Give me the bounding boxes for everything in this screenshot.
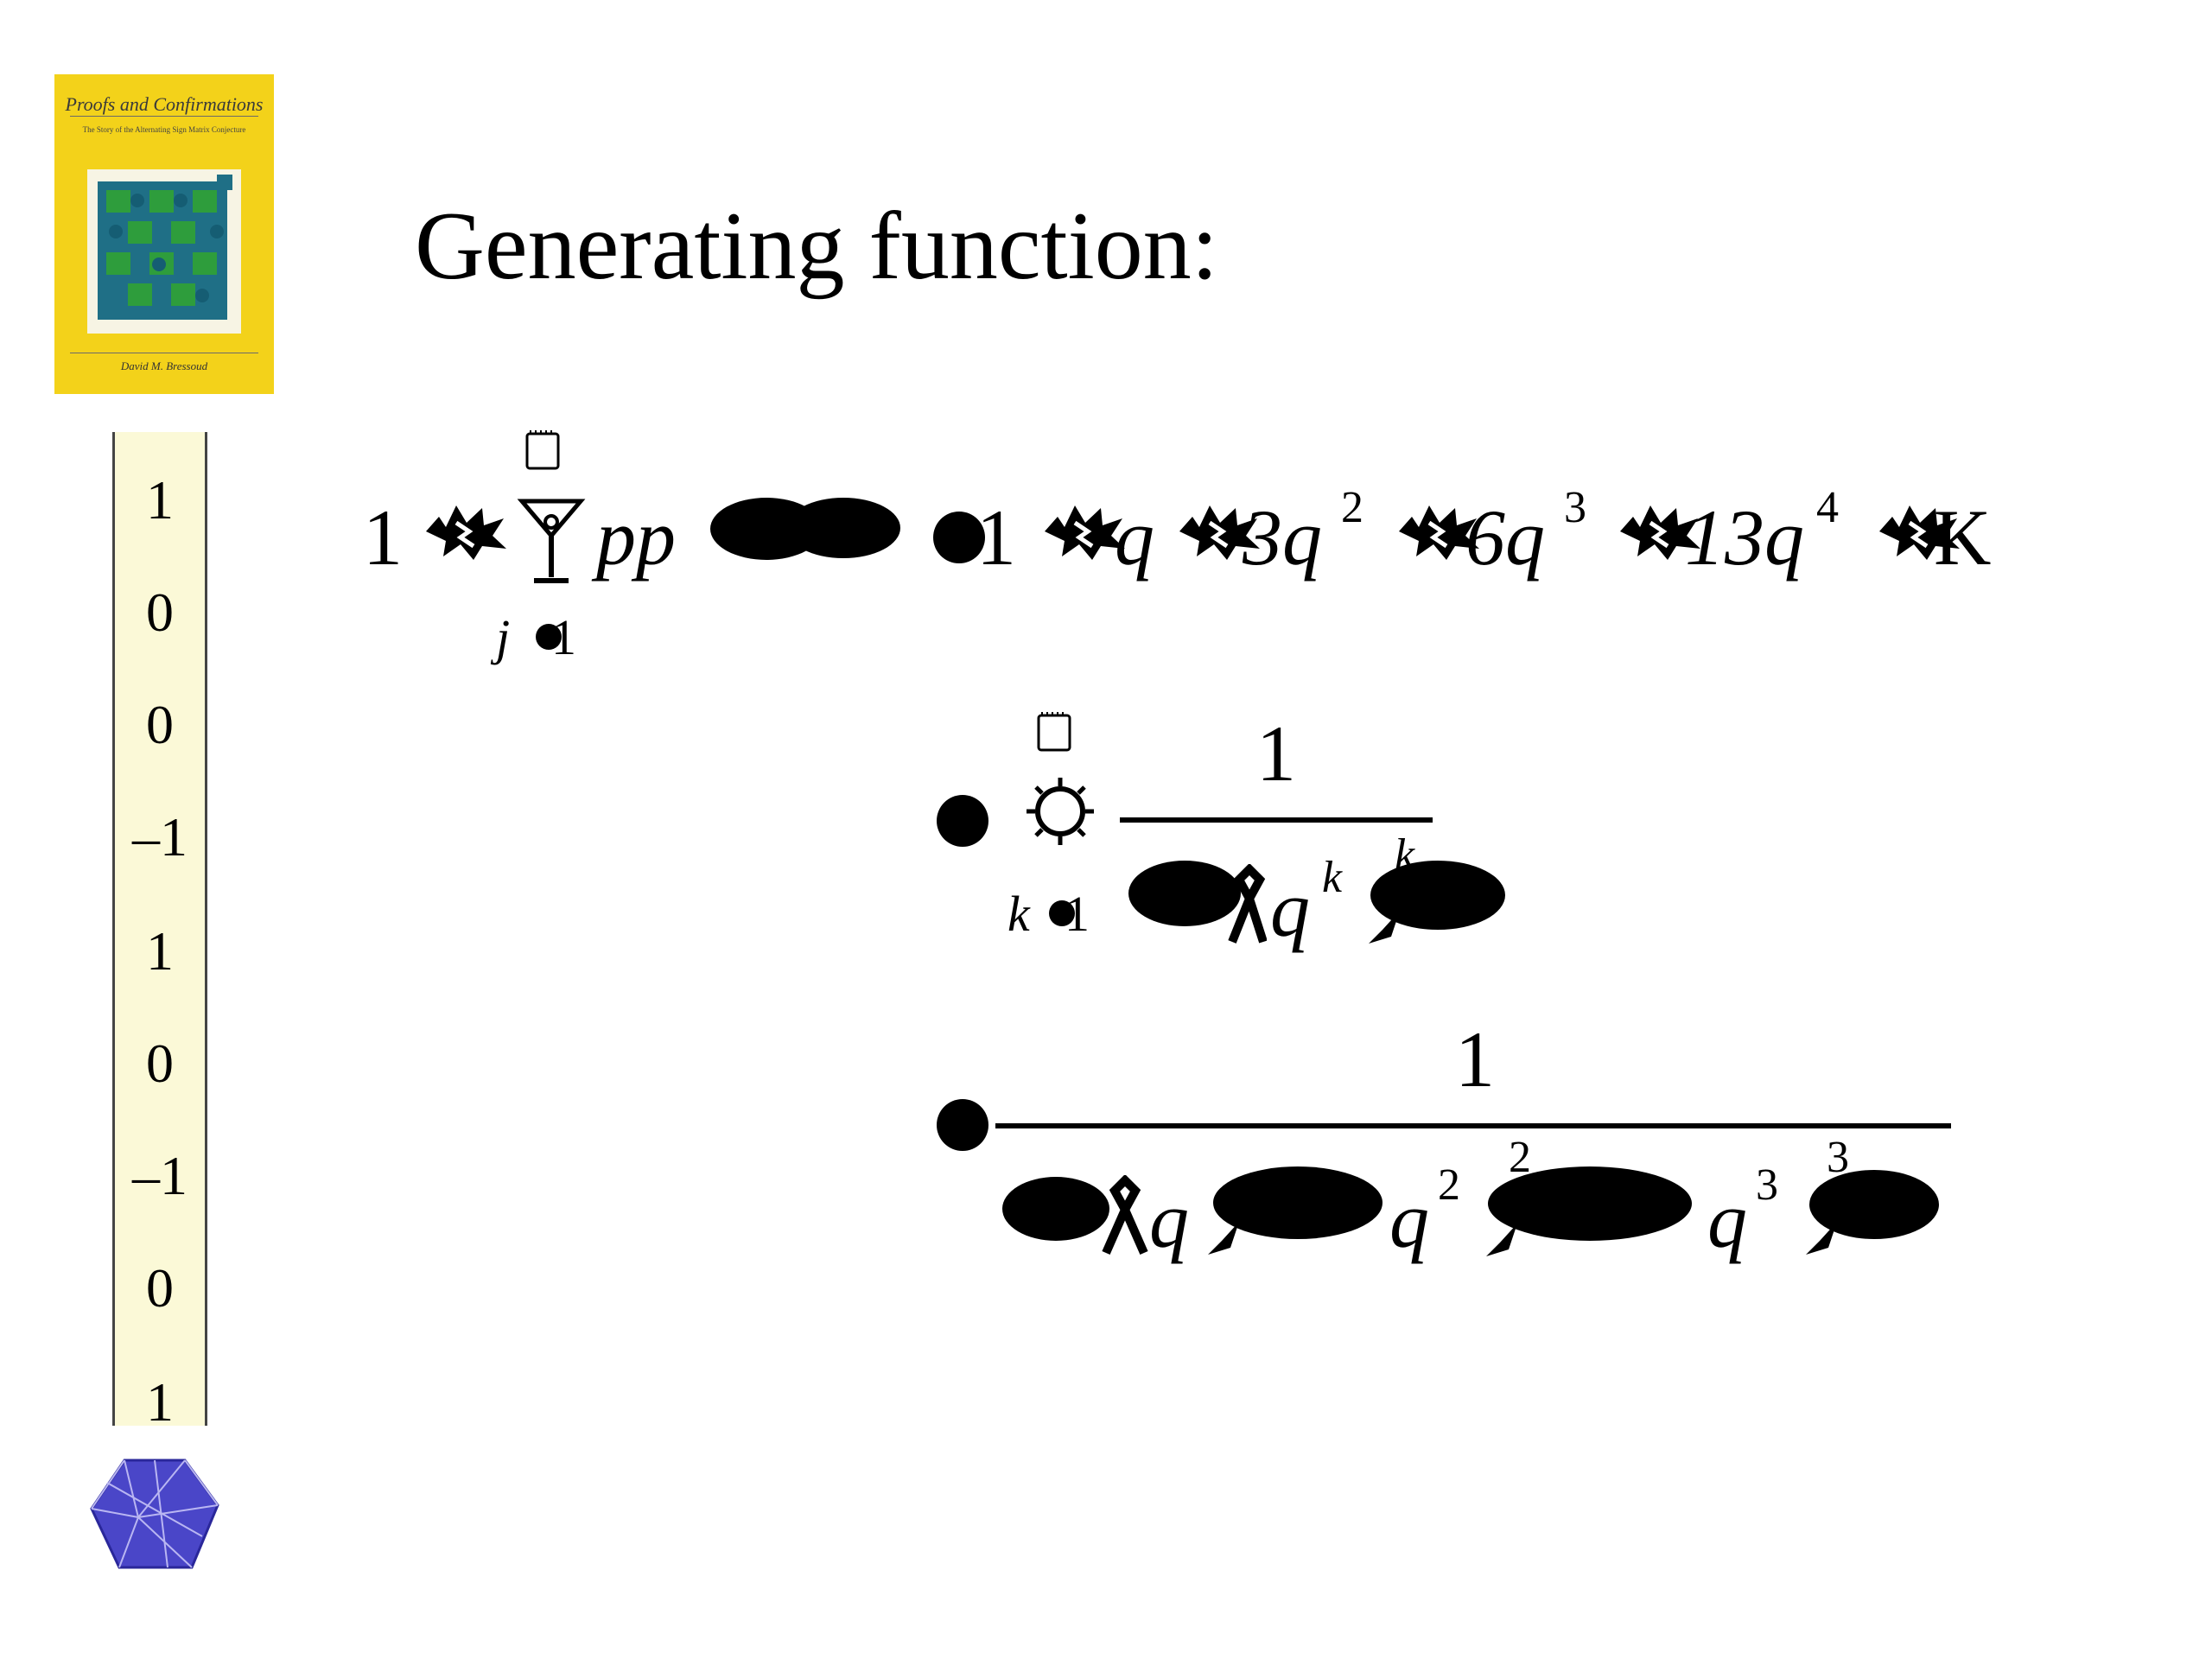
sign-entry: 1 — [146, 920, 174, 982]
eq1-term2: 3q — [1243, 493, 1322, 582]
paren-blob — [1128, 861, 1241, 926]
eq2-exp-k: k — [1322, 853, 1343, 902]
equals-dot — [1049, 900, 1075, 926]
book-title: Proofs and Confirmations — [65, 93, 264, 115]
eq2-sub-k: k — [1007, 886, 1030, 942]
speech-tail-icon — [1369, 911, 1400, 944]
equals-dot — [933, 512, 985, 563]
ribbon-minus-icon — [1102, 1175, 1148, 1255]
paren-blob — [1488, 1166, 1692, 1241]
paren-blob — [1213, 1166, 1382, 1239]
eq1-sub-j: j — [496, 609, 511, 665]
slide-title: Generating function: — [415, 193, 1218, 300]
sign-entry: 0 — [146, 694, 174, 755]
eq1-rhs-one: 1 — [976, 493, 1016, 582]
cover-divider — [70, 116, 258, 117]
eq1-exp3: 3 — [1564, 483, 1586, 532]
fraction-bar — [1120, 817, 1433, 823]
equals-dot — [937, 795, 988, 847]
eq1-term4: 13q — [1685, 493, 1804, 582]
eq1-ellipsis: K — [1934, 493, 1992, 582]
sign-entry: 0 — [146, 582, 174, 643]
book-subtitle: The Story of the Alternating Sign Matrix… — [82, 125, 246, 134]
paren-blob — [1370, 861, 1505, 930]
sign-entry: 1 — [146, 469, 174, 531]
eq3-exp2: 2 — [1438, 1160, 1460, 1210]
eq1-exp2: 2 — [1341, 483, 1363, 532]
eq1-term3: 6q — [1465, 493, 1545, 582]
eq1-exp4: 4 — [1816, 483, 1839, 532]
speech-tail-icon — [1806, 1222, 1837, 1255]
equals-dot — [937, 1099, 988, 1151]
notepad-icon — [525, 430, 560, 470]
eq3-q3: q — [1707, 1176, 1747, 1264]
summation-glass-icon — [517, 499, 586, 583]
speech-tail-icon — [1208, 1222, 1239, 1255]
eq3-numerator: 1 — [1455, 1015, 1495, 1103]
plus-burst-icon — [1045, 505, 1125, 560]
polyhedron-logo-icon — [90, 1459, 219, 1569]
eq1-q1: q — [1115, 493, 1154, 582]
eq2-sub-1: 1 — [1065, 886, 1090, 942]
sign-entry: 1 — [146, 1371, 174, 1433]
fraction-bar — [995, 1123, 1951, 1128]
plus-burst-icon — [1620, 505, 1700, 560]
eq3-q1: q — [1149, 1176, 1189, 1264]
sign-column: 1 0 0 –1 1 0 –1 0 1 — [112, 432, 207, 1433]
equals-dot — [536, 624, 562, 650]
book-cover: Proofs and Confirmations The Story of th… — [54, 74, 274, 394]
eq1-one: 1 — [363, 493, 403, 582]
notepad-icon — [1037, 712, 1071, 752]
sign-entry: –1 — [132, 1145, 188, 1206]
eq3-q2: q — [1389, 1176, 1429, 1264]
paren-blob — [786, 498, 900, 558]
puzzle-pieces-image — [98, 175, 232, 320]
sign-entry: 0 — [146, 1033, 174, 1094]
plus-burst-icon — [426, 505, 506, 560]
book-author: David M. Bressoud — [120, 359, 208, 372]
paren-blob — [1809, 1170, 1939, 1239]
eq2-q: q — [1270, 865, 1310, 953]
ribbon-minus-icon — [1228, 864, 1267, 944]
plus-burst-icon — [1399, 505, 1479, 560]
sign-entry: –1 — [132, 806, 188, 868]
eq3-exp3: 3 — [1756, 1160, 1778, 1210]
eq1-sub-1: 1 — [551, 609, 576, 665]
sign-entry: 0 — [146, 1257, 174, 1319]
product-sun-icon — [1027, 778, 1094, 845]
eq1-pp: pp — [596, 493, 676, 582]
paren-blob — [1002, 1177, 1109, 1241]
speech-tail-icon — [1486, 1224, 1517, 1256]
eq2-numerator: 1 — [1256, 709, 1296, 798]
plus-burst-icon — [1879, 505, 1960, 560]
puzzle-artwork — [87, 169, 241, 334]
plus-burst-icon — [1179, 505, 1260, 560]
